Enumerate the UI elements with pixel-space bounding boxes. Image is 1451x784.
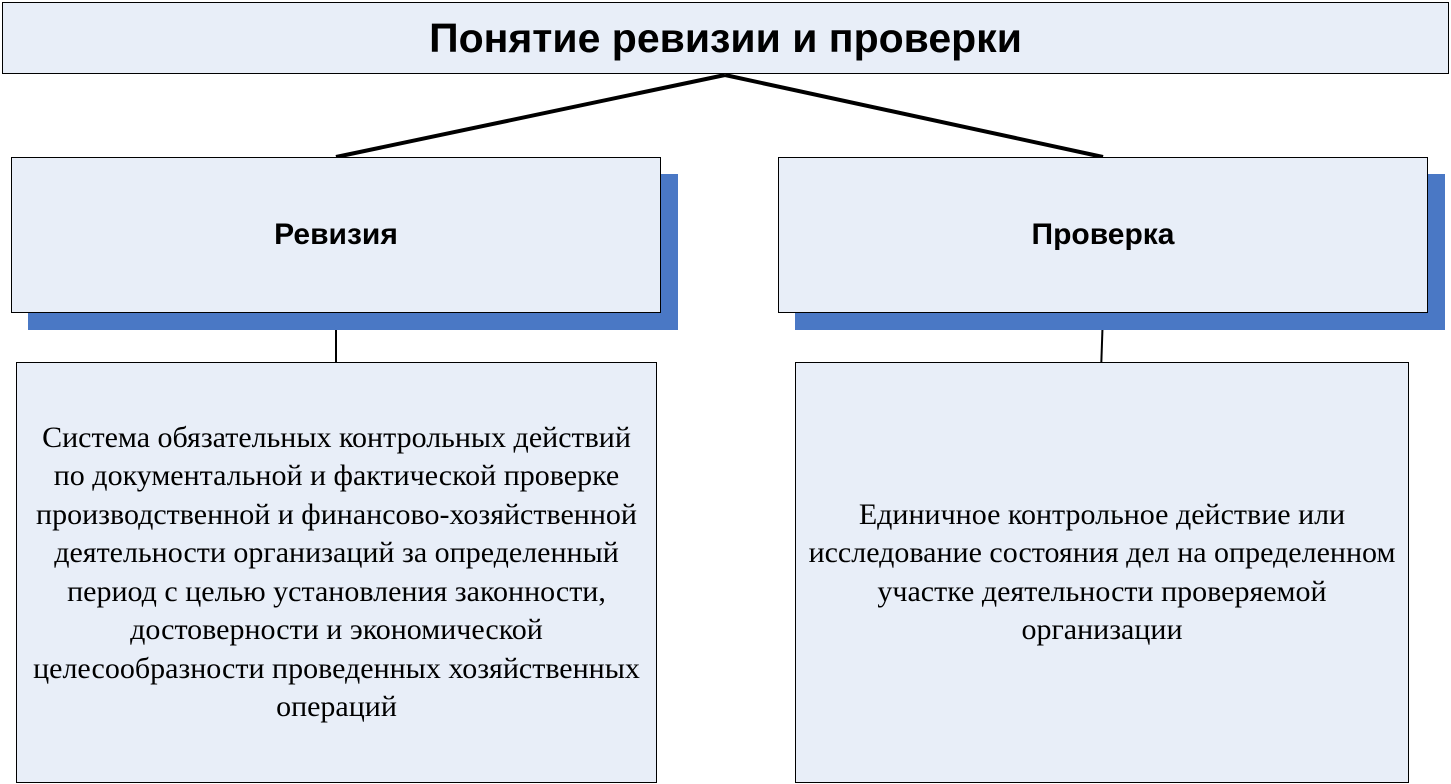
revision-heading: Ревизия xyxy=(274,218,398,251)
check-heading-box: Проверка xyxy=(778,157,1428,313)
check-description: Единичное контрольное действие или иссле… xyxy=(808,497,1396,647)
check-description-box: Единичное контрольное действие или иссле… xyxy=(795,362,1409,783)
revision-heading-box: Ревизия xyxy=(11,157,661,313)
connector-title-to-check xyxy=(724,73,1104,159)
diagram-title: Понятие ревизии и проверки xyxy=(429,14,1022,61)
check-heading: Проверка xyxy=(1031,218,1175,251)
connector-title-to-revision xyxy=(335,73,726,159)
revision-description: Система обязательных контрольных действи… xyxy=(33,420,640,724)
title-box: Понятие ревизии и проверки xyxy=(2,2,1449,74)
revision-description-box: Система обязательных контрольных действи… xyxy=(16,362,657,783)
